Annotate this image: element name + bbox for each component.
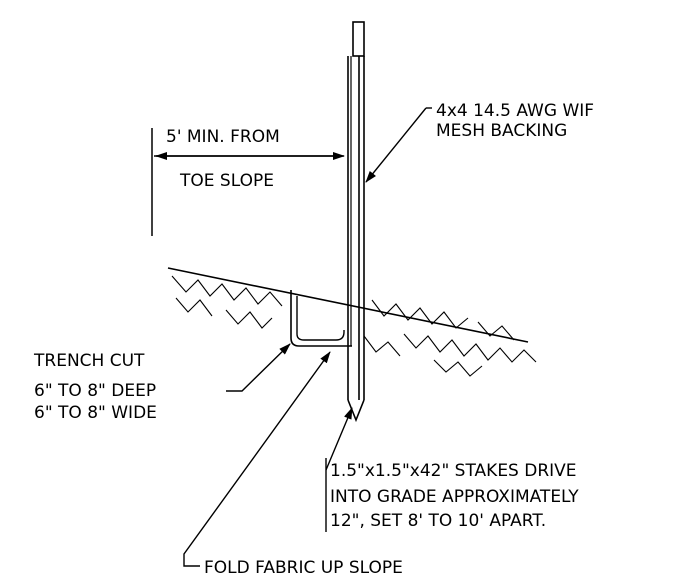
distance-label-line2: TOE SLOPE [179,171,274,191]
stakes-label-line3: 12", SET 8' TO 10' APART. [330,511,546,531]
stake [347,21,365,423]
trench-label-line3: 6" TO 8" WIDE [34,403,157,423]
fold-label: FOLD FABRIC UP SLOPE [204,558,403,578]
trench-label-line1: TRENCH CUT [33,351,145,371]
trench-outline [290,290,352,347]
fabric-fold [296,296,345,341]
trench-leader [226,343,291,392]
stakes-leader [325,407,353,471]
soil-hatching [171,275,537,377]
stakes-label-line1: 1.5"x1.5"x42" STAKES DRIVE [330,461,577,481]
stakes-label-line2: INTO GRADE APPROXIMATELY [330,487,579,507]
distance-label-line1: 5' MIN. FROM [166,127,280,147]
mesh-leader [365,107,427,183]
mesh-label-line1: 4x4 14.5 AWG WIF [436,101,594,121]
fold-leader [183,351,331,567]
distance-dimension [151,128,345,236]
trench-label-line2: 6" TO 8" DEEP [34,381,156,401]
mesh-label-line2: MESH BACKING [436,121,567,141]
